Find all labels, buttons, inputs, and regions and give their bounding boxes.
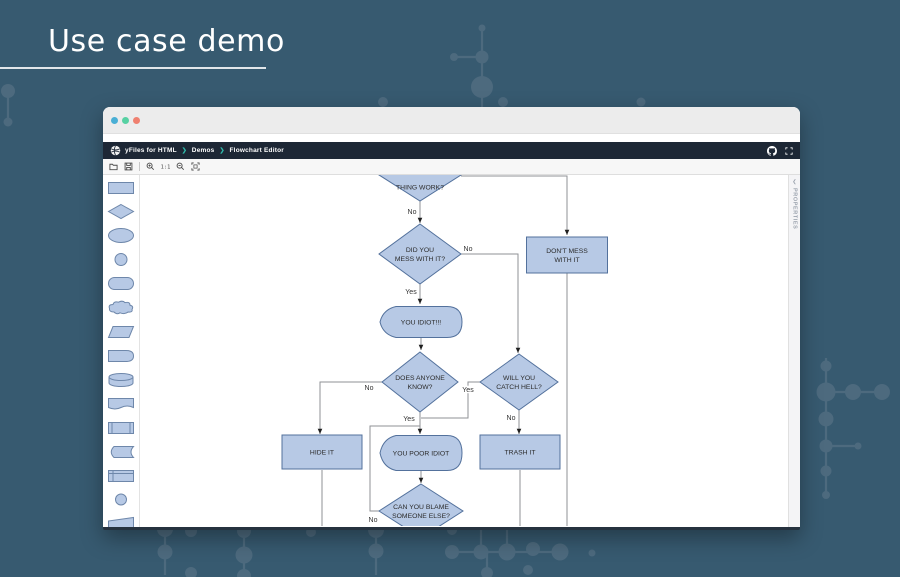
molecule-bottom-right [445, 525, 596, 577]
github-icon[interactable] [767, 145, 777, 156]
node-label: YOU IDIOT!!! [401, 319, 442, 326]
node-trash-it[interactable]: TRASH IT [479, 434, 561, 470]
edge-didyoumess-catchhell[interactable]: No [461, 245, 521, 353]
breadcrumb-separator-icon: ❯ [181, 148, 187, 154]
node-label: TRASH IT [505, 449, 536, 456]
browser-window: yFiles for HTML ❯ Demos ❯ Flowchart Edit… [103, 107, 800, 530]
demo-toolbar: 1:1 [103, 159, 800, 175]
edge-label: No [507, 415, 516, 422]
svg-text:1:1: 1:1 [161, 164, 170, 170]
palette-shape-manual-input[interactable] [107, 515, 135, 527]
molecule-right [816, 358, 890, 499]
edge-label: No [369, 517, 378, 524]
dot-red[interactable] [133, 116, 140, 124]
node-label: WILL YOU [503, 375, 535, 382]
palette-shape-predefined-process[interactable] [107, 419, 135, 436]
panel-expand-icon[interactable]: ❮ [792, 179, 797, 185]
edge-label: No [365, 385, 374, 392]
node-label: DON'T MESS [546, 248, 588, 255]
palette-shape-decision[interactable] [107, 203, 135, 220]
edge-youidiot-anyoneknow[interactable] [418, 338, 424, 350]
node-label: HIDE IT [310, 449, 334, 456]
node-label: CAN YOU BLAME [393, 504, 449, 511]
node-dont-mess[interactable]: DON'T MESS WITH IT [526, 236, 608, 274]
node-label: YOU POOR IDIOT [393, 450, 450, 457]
palette-shape-connector[interactable] [107, 491, 135, 508]
node-thing-work[interactable]: THING WORK? [378, 175, 462, 202]
window-titlebar [103, 107, 800, 134]
palette-shape-data[interactable] [107, 323, 135, 340]
edge-label: Yes [403, 416, 415, 423]
node-label: WITH IT [554, 257, 579, 264]
open-icon[interactable] [109, 162, 118, 171]
save-icon[interactable] [124, 162, 133, 171]
node-catch-hell[interactable]: WILL YOU CATCH HELL? [479, 353, 559, 411]
node-did-you-mess[interactable]: DID YOU MESS WITH IT? [378, 223, 462, 285]
zoom-in-icon[interactable] [146, 162, 155, 171]
page-title: Use case demo [48, 24, 285, 59]
edge-catchhell-pooridiot[interactable]: Yes [421, 381, 480, 419]
edge-label: No [408, 209, 417, 216]
node-label: DOES ANYONE [395, 375, 445, 382]
edge-didyoumess-youidiot[interactable]: Yes [404, 284, 423, 304]
palette-shape-delay[interactable] [107, 347, 135, 364]
node-label: DID YOU [406, 247, 434, 254]
edge-label: Yes [462, 387, 474, 394]
breadcrumb-app[interactable]: yFiles for HTML [125, 147, 177, 154]
shape-palette [103, 175, 140, 527]
toolbar-divider [139, 162, 140, 171]
node-anyone-know[interactable]: DOES ANYONE KNOW? [381, 351, 459, 413]
molecule-top [378, 24, 646, 107]
node-hide-it[interactable]: HIDE IT [281, 434, 363, 470]
fullscreen-icon[interactable] [785, 146, 793, 155]
palette-shape-terminator[interactable] [107, 275, 135, 292]
edge-catchhell-trashit[interactable]: No [505, 410, 522, 434]
palette-shape-cloud[interactable] [107, 299, 135, 316]
dot-blue[interactable] [111, 116, 118, 124]
properties-panel-collapsed[interactable]: ❮ PROPERTIES [788, 175, 800, 527]
molecule-left [1, 84, 15, 127]
window-strip [103, 134, 800, 142]
palette-shape-ellipse[interactable] [107, 227, 135, 244]
edge-thingwork-didyoumess[interactable]: No [406, 201, 423, 223]
node-you-idiot[interactable]: YOU IDIOT!!! [379, 306, 463, 338]
palette-shape-internal-storage[interactable] [107, 467, 135, 484]
edge-label: No [464, 246, 473, 253]
breadcrumb-demos[interactable]: Demos [191, 147, 215, 154]
title-underline [0, 67, 266, 69]
yfiles-logo-icon [110, 145, 121, 156]
edge-label: Yes [405, 289, 417, 296]
breadcrumb-separator-icon: ❯ [219, 148, 225, 154]
palette-shape-process[interactable] [107, 179, 135, 196]
palette-shape-stored-data[interactable] [107, 443, 135, 460]
breadcrumb-current: Flowchart Editor [229, 147, 284, 154]
node-label: MESS WITH IT? [395, 256, 445, 263]
app-header: yFiles for HTML ❯ Demos ❯ Flowchart Edit… [103, 142, 800, 159]
node-you-poor-idiot[interactable]: YOU POOR IDIOT [379, 435, 463, 471]
edge-anyoneknow-hideit[interactable]: No [317, 381, 383, 434]
traffic-light-dots [111, 116, 140, 124]
edge-blame-pooridiot[interactable]: No [367, 425, 420, 525]
node-label: CATCH HELL? [496, 384, 542, 391]
edge-pooridiot-blame[interactable] [418, 471, 424, 483]
edge-thingwork-dontmess[interactable] [461, 175, 570, 235]
node-label: SOMEONE ELSE? [392, 513, 450, 520]
zoom-out-icon[interactable] [176, 162, 185, 171]
palette-shape-document[interactable] [107, 395, 135, 412]
properties-panel-label: PROPERTIES [791, 188, 798, 230]
palette-shape-circle[interactable] [107, 251, 135, 268]
fit-content-icon[interactable] [191, 162, 200, 171]
zoom-original-icon[interactable]: 1:1 [161, 162, 170, 171]
node-label: KNOW? [408, 384, 433, 391]
edge-anyoneknow-pooridiot[interactable]: Yes [402, 412, 423, 434]
node-label: THING WORK? [396, 184, 444, 191]
node-can-you-blame[interactable]: CAN YOU BLAME SOMEONE ELSE? [378, 483, 464, 527]
dot-green[interactable] [122, 116, 129, 124]
palette-shape-database[interactable] [107, 371, 135, 388]
